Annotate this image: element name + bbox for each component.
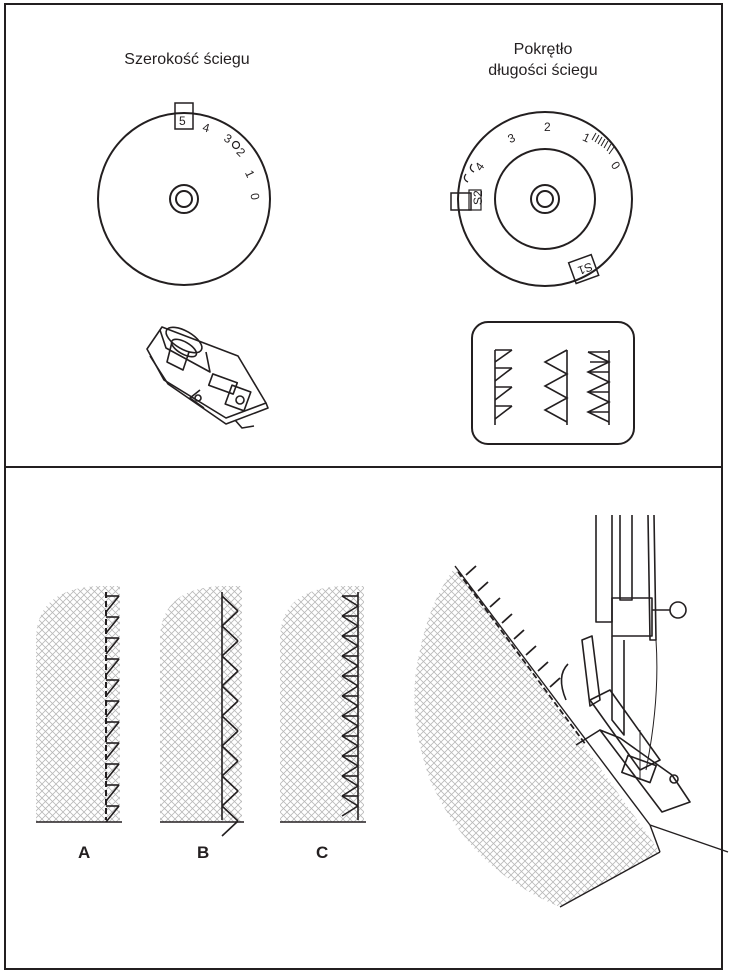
stitch-mark (105, 742, 120, 760)
stitch-mark (341, 595, 359, 607)
stitch-mark (105, 721, 120, 739)
stitch-width-label: Szerokość ściegu (124, 51, 250, 68)
stitch-mark (221, 610, 239, 627)
stitch-a-pattern-icon (494, 349, 513, 425)
stitch-mark (105, 637, 120, 655)
stitch-mark (341, 695, 359, 707)
stitch-mark (105, 700, 120, 718)
stitch-mark (341, 765, 359, 777)
fabric-sample-b (160, 586, 244, 837)
stitch-mark (341, 795, 359, 807)
stitch-mark (341, 745, 359, 757)
stitch-mark (105, 595, 120, 613)
section-divider (4, 466, 723, 468)
length-num-2: 2 (544, 120, 551, 134)
stitch-mark (221, 760, 239, 777)
stitch-length-label-line2: długości ściegu (488, 62, 598, 79)
stitch-mark (341, 635, 359, 647)
stitch-mark (221, 685, 239, 702)
buttonhole-mark-icon (231, 140, 241, 150)
stitch-mark (221, 640, 239, 657)
stitch-mark (221, 820, 239, 837)
stitch-mark (341, 625, 359, 637)
stitch-b-pattern-icon (543, 349, 569, 425)
width-num-4: 4 (201, 120, 211, 135)
reverse-arrow-icon (463, 173, 469, 183)
stitch-mark (105, 658, 120, 676)
stitch-mark (221, 625, 239, 642)
stitch-mark (105, 784, 120, 802)
stitch-mark (221, 730, 239, 747)
stitch-mark (341, 735, 359, 747)
stitch-mark (341, 785, 359, 797)
stitch-mark (341, 615, 359, 627)
stitch-mark (105, 616, 120, 634)
stitch-mark (221, 805, 239, 822)
stitch-mark (341, 805, 359, 817)
stitch-mark (341, 705, 359, 717)
stitch-mark (341, 665, 359, 677)
width-num-5: 5 (179, 114, 186, 128)
stitch-mark (221, 670, 239, 687)
stitch-mark (105, 805, 120, 823)
stitch-mark (341, 685, 359, 697)
fabric-sample-a (36, 586, 122, 823)
length-s1-label: S1 (576, 259, 595, 277)
stitch-mark (341, 605, 359, 617)
fine-length-scale (591, 132, 615, 155)
length-s2-label: S2 (471, 190, 485, 205)
stitch-mark (105, 679, 120, 697)
sample-label-a: A (78, 843, 91, 862)
stitch-c-pattern-icon (586, 350, 611, 425)
stitch-mark (221, 700, 239, 717)
stitch-mark (341, 715, 359, 727)
page-frame (4, 3, 723, 970)
stitch-mark (341, 645, 359, 657)
stitch-mark (221, 715, 239, 732)
stitch-length-label-line1: Pokrętło (513, 41, 573, 58)
sample-label-b: B (197, 843, 210, 862)
reverse-arrow-icon-2 (469, 163, 475, 173)
stitch-mark (341, 655, 359, 667)
stitch-mark (221, 595, 239, 612)
stitch-mark (221, 775, 239, 792)
sample-label-c: C (316, 843, 329, 862)
stitch-mark (341, 755, 359, 767)
stitch-mark (341, 725, 359, 737)
stitch-mark (221, 655, 239, 672)
stitch-mark (221, 745, 239, 762)
stitch-mark (221, 790, 239, 807)
stitch-mark (341, 675, 359, 687)
fabric-sample-c (280, 586, 366, 823)
stitch-mark (105, 763, 120, 781)
width-num-0: 0 (247, 192, 262, 201)
stitch-mark (341, 775, 359, 787)
